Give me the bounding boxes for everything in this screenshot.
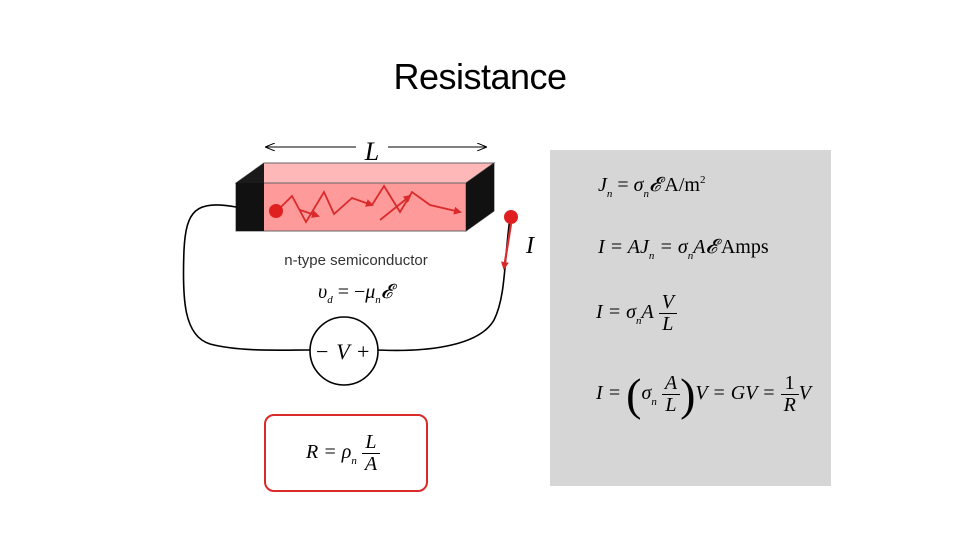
resistance-lhs: R = ρ: [306, 441, 352, 464]
right-contact: [466, 163, 494, 231]
source-minus: −: [316, 339, 328, 364]
e1-lhs: J: [598, 174, 607, 196]
semiconductor-bar: [234, 162, 496, 232]
voltage-source: − V +: [309, 316, 379, 386]
e4-num: A: [661, 373, 681, 395]
e4-num2: 1: [780, 373, 799, 395]
e1-unit-sup: 2: [699, 174, 706, 186]
e4-lhs: I =: [596, 382, 622, 405]
resistance-sub: n: [351, 455, 357, 468]
e4-mid: V = GV =: [695, 382, 776, 405]
e2-sub1: n: [648, 250, 655, 262]
material-label: n-type semiconductor: [284, 252, 427, 269]
e1-sym-sub: n: [643, 188, 650, 200]
e2-text: I = AJ: [598, 236, 649, 258]
source-plus: +: [357, 339, 369, 364]
drift-velocity-equation: υd = −μn𝓔: [318, 281, 398, 306]
current-label: I: [525, 233, 535, 259]
e2-unit: Amps: [720, 236, 769, 258]
right-terminal-dot: [504, 210, 518, 224]
electron-path: [275, 184, 462, 224]
e2-eq: = σ: [659, 236, 688, 258]
e1-unit: A/m: [664, 174, 700, 196]
equation-current: I = AJn = σnA𝓔 Amps: [598, 236, 769, 262]
e4-end: V: [798, 382, 811, 405]
e3-a: A: [641, 301, 654, 324]
e4-sub: n: [651, 396, 657, 409]
e3-lhs: I = σ: [596, 301, 637, 324]
resistance-num: L: [361, 432, 381, 454]
equations-panel: Jn = σn𝓔 A/m2 I = AJn = σnA𝓔 Amps I = σn…: [550, 150, 831, 486]
e2-rest: A𝓔: [693, 236, 717, 258]
e3-num: V: [658, 292, 677, 314]
source-voltage-label: V: [336, 339, 352, 364]
electron-start-dot: [269, 204, 283, 218]
length-dimension: L: [266, 137, 486, 166]
e3-sub: n: [636, 315, 642, 328]
e1-sym: σ: [633, 174, 644, 196]
e3-den: L: [662, 313, 674, 335]
equation-current-density: Jn = σn𝓔 A/m2: [598, 174, 705, 200]
left-contact-face: [236, 183, 264, 231]
current-arrow: [500, 223, 513, 270]
e4-close-paren: ): [680, 369, 696, 420]
e1-eq: =: [617, 174, 629, 196]
resistance-den: A: [364, 453, 378, 475]
e1-field: 𝓔: [649, 174, 661, 196]
e4-den2: R: [783, 394, 796, 416]
e2-sub2: n: [687, 250, 694, 262]
page-title: Resistance: [393, 56, 567, 97]
e1-lhs-sub: n: [606, 188, 613, 200]
length-label: L: [364, 137, 379, 166]
e4-open-paren: (: [626, 369, 642, 420]
e4-sym: σ: [641, 382, 652, 405]
e4-den: L: [665, 394, 677, 416]
